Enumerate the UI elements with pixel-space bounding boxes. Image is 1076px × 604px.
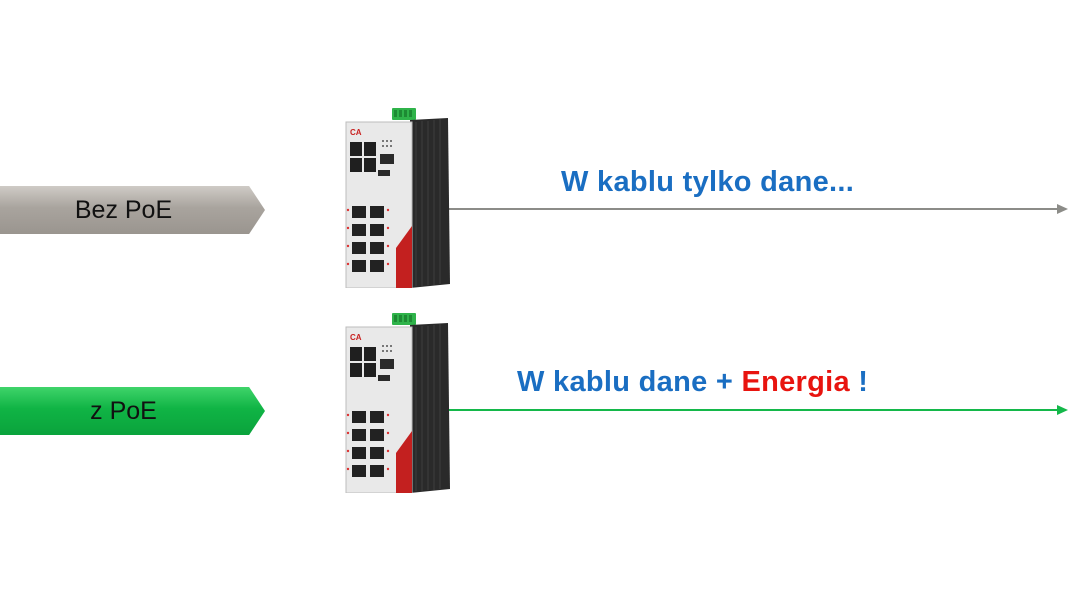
switch-body: CA — [345, 108, 450, 288]
without-poe-label: Bez PoE — [0, 186, 265, 234]
data-energy-suffix: ! — [849, 366, 869, 398]
without-poe-text: Bez PoE — [74, 195, 173, 224]
data-energy-prefix: W kablu dane + — [517, 366, 742, 398]
data-only-headline: W kablu tylko dane... — [561, 166, 855, 198]
with-poe-text: z PoE — [90, 396, 157, 425]
energy-word: Energia — [741, 366, 850, 398]
data-only-arrowhead — [1057, 204, 1068, 214]
data-energy-headline: W kablu dane + Energia ! — [517, 366, 868, 399]
industrial-ethernet-switch-icon: CA — [345, 313, 450, 493]
svg-text:CA: CA — [350, 128, 362, 137]
svg-text:CA: CA — [350, 333, 362, 342]
switch-body: CA — [345, 313, 450, 493]
with-poe-label: z PoE — [0, 387, 265, 435]
poe-arrowhead — [1057, 405, 1068, 415]
industrial-ethernet-switch-icon: CA — [345, 108, 450, 288]
